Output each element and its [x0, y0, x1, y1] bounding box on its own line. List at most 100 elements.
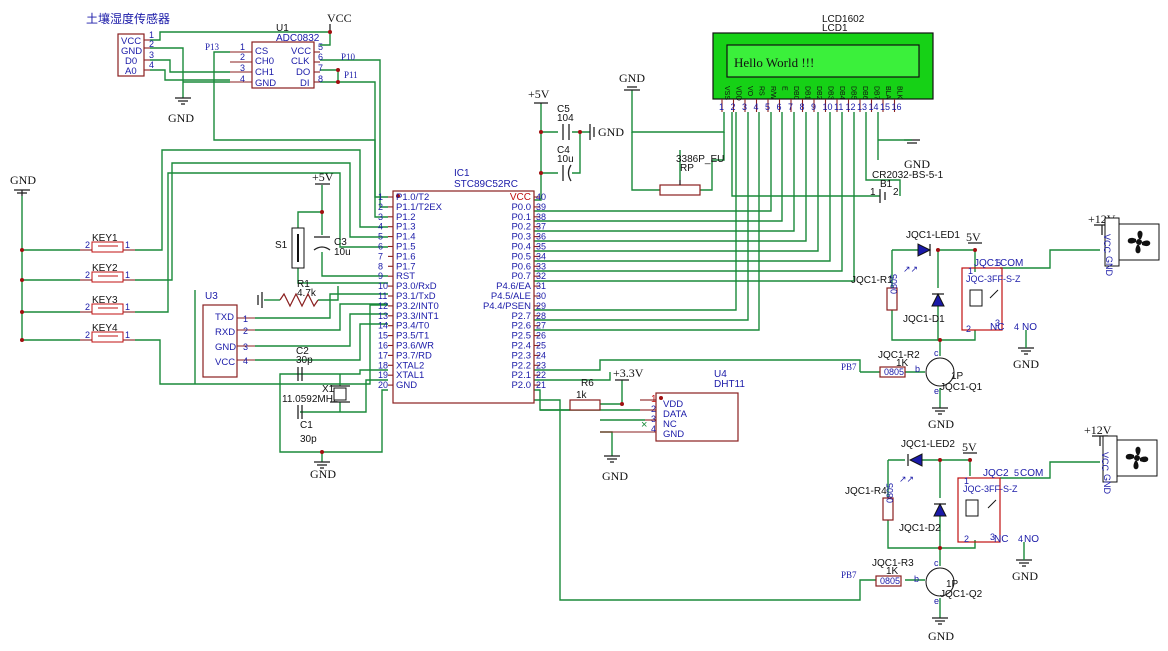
- key-label: KEY2: [92, 263, 118, 274]
- key-label: KEY4: [92, 323, 118, 334]
- svg-text:JQC1-R4: JQC1-R4: [845, 486, 887, 497]
- svg-text:JQC1: JQC1: [974, 258, 1000, 269]
- ic1-left-pins: P1.0/T21P1.1/T2EX2P1.23P1.34P1.45P1.56P1…: [378, 192, 443, 391]
- ic1-left-pin-num: 5: [378, 232, 383, 242]
- svg-text:3: 3: [995, 318, 1000, 328]
- svg-text:3: 3: [990, 532, 995, 542]
- svg-text:JQC1-D2: JQC1-D2: [899, 523, 941, 534]
- u4-part: DHT11: [714, 379, 745, 390]
- ic1-right-pin-num: 23: [536, 360, 546, 370]
- ic1-left-pin-label: P1.3: [396, 222, 416, 233]
- lcd-pin-label: DB0: [792, 86, 799, 100]
- svg-text:GND: GND: [310, 467, 336, 481]
- ic1-left-pin-num: 8: [378, 261, 383, 271]
- ic1-right-pin-num: 21: [536, 380, 546, 390]
- svg-text:1P: 1P: [951, 371, 964, 382]
- ic1-right-pin-label: P2.4: [511, 341, 531, 352]
- rp-ref: RP: [680, 163, 694, 174]
- lcd-pin-label: DB6: [861, 86, 868, 100]
- sensor-pin-a0: A0: [125, 66, 137, 77]
- u1-adc0832: U1 ADC0832 CS CH0 CH1 GND VCC CLK DO DI …: [205, 11, 358, 89]
- ic1-left-pin-label: P1.6: [396, 251, 416, 262]
- sensor-pin-gnd: GND: [121, 46, 142, 57]
- net-p13: P13: [205, 42, 220, 52]
- svg-text:JQC2: JQC2: [983, 468, 1009, 479]
- r6-ref: R6: [581, 378, 594, 389]
- svg-text:TXD: TXD: [215, 312, 234, 323]
- lcd-ref: LCD1602: [822, 14, 865, 25]
- svg-text:1: 1: [870, 187, 876, 198]
- svg-text:2: 2: [240, 52, 245, 62]
- ic1-left-pin-label: P1.7: [396, 261, 416, 272]
- ic1-right-pin-num: 32: [536, 271, 546, 281]
- cap-group: +5V C5 104 C4 10u GND: [528, 87, 624, 182]
- svg-text:e: e: [934, 596, 939, 606]
- svg-text:PB7: PB7: [841, 570, 857, 580]
- ic1-right-pin-label: P4.4/PSEN: [483, 301, 531, 312]
- key-label: KEY1: [92, 233, 118, 244]
- svg-text:0805: 0805: [880, 576, 900, 586]
- ic1-left-pin-num: 13: [378, 311, 388, 321]
- ic1-right-pin-num: 38: [536, 212, 546, 222]
- lcd-ref2: LCD1: [822, 23, 848, 34]
- ic1-right-pin-num: 40: [536, 192, 546, 202]
- key-pin-a: 2: [85, 330, 90, 340]
- svg-text:+3.3V: +3.3V: [613, 366, 644, 380]
- lcd-pin-label: R/W: [769, 86, 776, 100]
- ic1-left-pin-num: 12: [378, 301, 388, 311]
- lcd-pin-label: E: [781, 86, 788, 91]
- svg-text:1: 1: [243, 314, 248, 324]
- vcc-label: VCC: [327, 11, 352, 25]
- svg-text:DI: DI: [300, 78, 310, 89]
- sensor-num-1: 1: [149, 30, 154, 40]
- crystal-circuit: C2 30p X1 11.0592MHz C1 30p GND: [282, 346, 350, 481]
- svg-text:GND: GND: [904, 157, 930, 171]
- svg-text:C1: C1: [300, 420, 313, 431]
- lcd-pin-label: BLA: [884, 86, 891, 100]
- ic1-left-pin-num: 7: [378, 251, 383, 261]
- svg-text:0805: 0805: [889, 274, 899, 294]
- u1-ref: U1: [276, 23, 289, 34]
- svg-text:1P: 1P: [946, 579, 959, 590]
- ic1-left-pin-num: 17: [378, 350, 388, 360]
- lcd-pin-num: 6: [777, 102, 782, 112]
- sensor-num-2: 2: [149, 39, 154, 49]
- svg-text:GND: GND: [663, 429, 684, 440]
- svg-text:JQC1-Q2: JQC1-Q2: [940, 589, 983, 600]
- svg-text:NC: NC: [990, 322, 1004, 333]
- u3-uart-header: U3 TXD RXD GND VCC 1 2 3 4: [202, 291, 255, 378]
- ic1-left-pin-label: P3.6/WR: [396, 341, 434, 352]
- lcd-pin-num: 1: [719, 102, 724, 112]
- ic1-left-pin-label: P3.5/T1: [396, 331, 429, 342]
- ic1-right-pin-num: 29: [536, 301, 546, 311]
- svg-text:2: 2: [243, 326, 248, 336]
- svg-text:4: 4: [240, 74, 245, 84]
- ic1-right-pin-label: P2.1: [511, 370, 531, 381]
- ic1-left-pin-label: P3.7/RD: [396, 350, 432, 361]
- svg-text:JQC1-R1: JQC1-R1: [851, 275, 893, 286]
- sensor-pin-vcc: VCC: [121, 36, 141, 47]
- svg-text:GND: GND: [928, 629, 954, 643]
- svg-text:DO: DO: [296, 67, 310, 78]
- ic1-left-pin-num: 15: [378, 331, 388, 341]
- svg-text:↗↗: ↗↗: [899, 474, 914, 484]
- r1-value: 4.7k: [297, 288, 317, 299]
- svg-text:↗↗: ↗↗: [903, 264, 918, 274]
- lcd-pins: VSS1VDD2VO3RS4R/W5E6DB07DB18DB29DB310DB4…: [719, 86, 903, 112]
- lcd-pin-label: DB3: [827, 86, 834, 100]
- svg-text:VCC: VCC: [1100, 452, 1110, 472]
- svg-text:5: 5: [318, 42, 323, 52]
- sensor-title: 土壤湿度传感器: [86, 11, 170, 26]
- lcd-pin-num: 12: [846, 102, 856, 112]
- svg-text:c: c: [934, 558, 939, 568]
- ic1-left-pin-label: XTAL2: [396, 360, 424, 371]
- svg-text:30p: 30p: [300, 434, 317, 445]
- ic1-right-pin-label: P2.5: [511, 331, 531, 342]
- lcd-pin-label: BLK: [896, 86, 903, 100]
- svg-text:CH0: CH0: [255, 56, 274, 67]
- ic1-right-pin-num: 26: [536, 331, 546, 341]
- r6-value: 1k: [576, 390, 588, 401]
- sensor-body: [117, 33, 145, 77]
- key-pin-b: 1: [125, 330, 130, 340]
